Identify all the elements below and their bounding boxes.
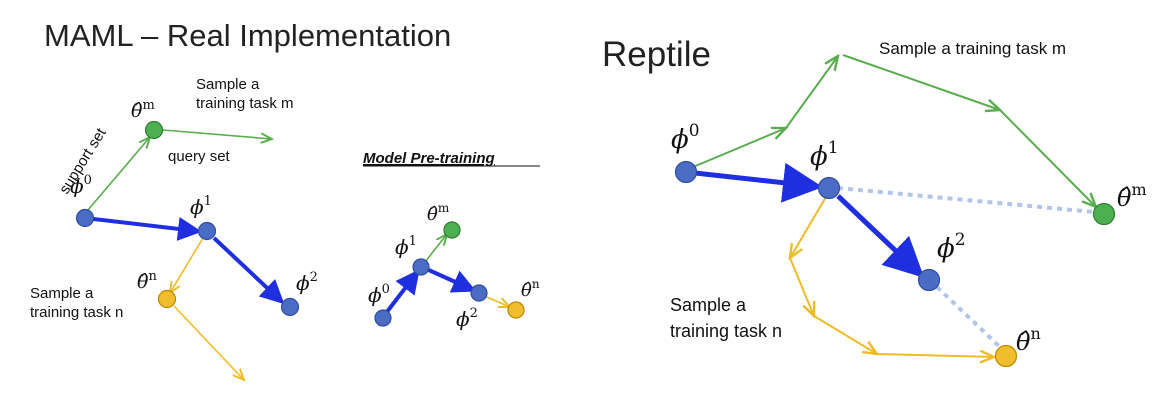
reptile-yellow-seg-1 [790,196,827,258]
reptile-label-phi2: ϕ2 [937,230,966,264]
maml-arrow-query-set [162,129,272,139]
pretrain-label-phi0: ϕ0 [368,282,390,307]
pretrain-panel: Model Pre-training ϕ0 ϕ1 ϕ2 θ̂m θ̂n [363,150,540,331]
reptile-sample-n-line2: training task n [670,321,782,341]
reptile-node-phi0 [674,160,698,184]
reptile-dotted-phi1-theta-m [837,186,1095,214]
maml-sample-n-line2: training task n [30,304,123,321]
maml-arrow-phi1-phi2 [212,236,285,305]
pretrain-label-theta-m: θ̂m [427,201,450,225]
pretrain-label-phi2: ϕ2 [456,306,478,331]
reptile-green-seg-3 [842,54,1000,110]
reptile-label-theta-m: θ̂m [1117,180,1147,212]
reptile-title: Reptile [602,35,711,74]
pretrain-node-phi2 [470,284,488,302]
reptile-yellow-seg-2 [789,257,814,316]
reptile-yellow-seg-3 [813,315,877,354]
reptile-node-phi2 [917,268,941,292]
pretrain-node-phi0 [374,309,392,327]
reptile-label-theta-n: θ̂n [1016,324,1041,356]
pretrain-node-phi1 [412,258,430,276]
reptile-dotted-phi2-theta-n [935,285,1002,349]
reptile-node-theta-n [994,344,1018,368]
reptile-label-phi0: ϕ0 [671,121,700,155]
reptile-node-theta-m [1092,202,1116,226]
maml-node-phi1 [197,221,217,241]
maml-sample-m-line2: training task m [196,95,294,112]
maml-node-theta-m [144,120,164,140]
maml-sample-n-line1: Sample a [30,285,94,302]
reptile-arrow-phi0-phi1 [685,162,823,203]
reptile-sample-n-line1: Sample a [670,295,747,315]
reptile-sample-m: Sample a training task m [879,39,1066,58]
reptile-panel: Reptile Sample a training task m Sample … [602,35,1147,368]
maml-label-theta-m: θ̂m [131,98,155,122]
reptile-green-seg-2 [785,56,838,129]
pretrain-node-theta-m [443,221,461,239]
pretrain-title: Model Pre-training [363,150,495,167]
pretrain-arrow-phi1-theta-m [424,234,447,263]
maml-title: MAML – Real Implementation [44,18,451,53]
maml-panel: MAML – Real Implementation Sample a trai… [30,18,451,380]
pretrain-arrow-phi0-phi1 [381,269,420,319]
reptile-label-phi1: ϕ1 [810,138,839,172]
reptile-green-seg-1 [685,128,786,171]
maml-label-phi2: ϕ2 [296,270,318,295]
maml-label-phi0: ϕ0 [70,173,92,198]
maml-label-phi1: ϕ1 [190,194,212,219]
maml-arrow-phi0-phi1 [84,216,202,241]
maml-arrow-theta-n-out [173,305,244,380]
maml-node-phi0 [75,208,95,228]
reptile-node-phi1 [817,176,841,200]
reptile-arrow-phi1-phi2 [836,194,925,278]
pretrain-node-theta-n [507,301,525,319]
pretrain-arrow-phi2-theta-n [481,294,510,307]
reptile-yellow-seg-4 [876,354,994,357]
pretrain-label-phi1: ϕ1 [395,234,417,259]
maml-label-theta-n: θ̂n [137,269,157,293]
maml-query-set-label: query set [168,148,231,165]
maml-arrow-phi0-theta-m [87,137,150,211]
reptile-green-seg-4 [999,109,1096,207]
maml-arrow-phi1-theta-n [170,237,204,293]
maml-node-phi2 [280,297,300,317]
maml-node-theta-n [157,289,177,309]
maml-sample-m-line1: Sample a [196,76,260,93]
pretrain-arrow-phi1-phi2 [421,265,477,293]
pretrain-label-theta-n: θ̂n [521,277,540,301]
